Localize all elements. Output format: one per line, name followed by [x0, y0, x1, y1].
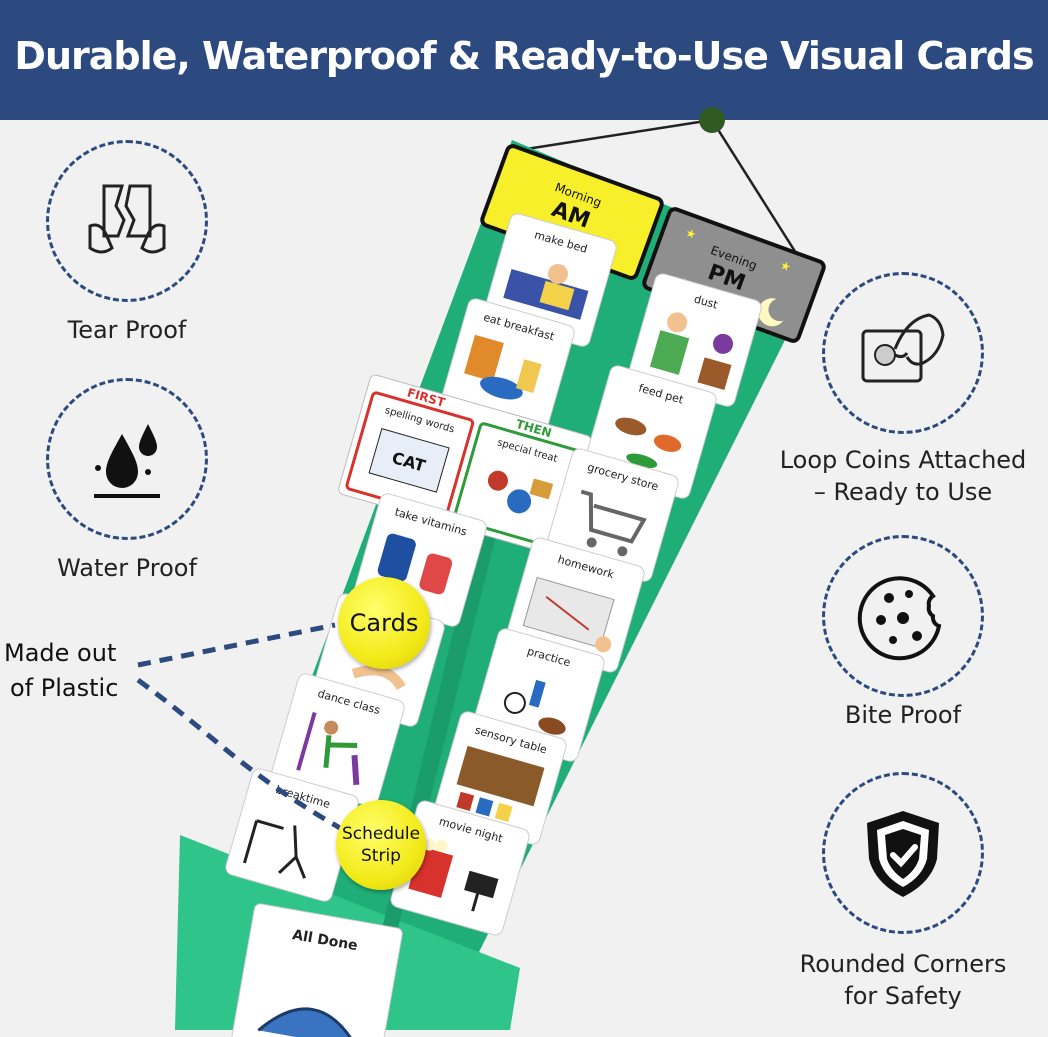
callout-line1: Made out	[4, 639, 117, 667]
svg-text:★: ★	[683, 225, 698, 242]
bite-proof-label: Bite Proof	[844, 701, 962, 729]
card-breaktime: breaktime	[225, 768, 359, 902]
svg-text:★: ★	[778, 258, 793, 275]
header-banner: Durable, Waterproof & Ready-to-Use Visua…	[0, 0, 1048, 120]
cards-bubble-label: Cards	[349, 609, 419, 637]
tear-proof-label: Tear Proof	[67, 316, 187, 344]
card-grocery-store: grocery store	[545, 448, 679, 582]
rounded-corners-line1: Rounded Corners	[799, 950, 1007, 978]
schedule-strip-bubble: Schedule Strip	[336, 800, 426, 890]
bite-proof-circle	[822, 535, 984, 697]
card-eat-breakfast: eat breakfast	[441, 298, 575, 432]
feature-water-proof: Water Proof	[46, 378, 208, 584]
rounded-corners-line2: for Safety	[844, 982, 962, 1010]
water-proof-label: Water Proof	[57, 554, 197, 582]
page-title: Durable, Waterproof & Ready-to-Use Visua…	[14, 34, 1034, 78]
rounded-corners-circle	[822, 772, 984, 934]
feature-loop-coins: Loop Coins Attached – Ready to Use	[768, 272, 1038, 508]
callout-line2: of Plastic	[10, 674, 119, 702]
strip-bubble-line1: Schedule	[341, 824, 421, 844]
feature-bite-proof: Bite Proof	[822, 535, 984, 731]
cards-bubble: Cards	[338, 577, 430, 669]
material-callout: Made out of Plastic	[4, 636, 118, 706]
card-sensory-table: sensory table	[433, 711, 567, 845]
strip-bubble-line2: Strip	[361, 846, 401, 866]
loop-coins-line2: – Ready to Use	[813, 478, 993, 506]
torn-paper-icon	[88, 184, 166, 254]
bitten-cookie-icon	[857, 576, 942, 661]
shield-check-icon	[867, 811, 939, 897]
water-drops-icon	[94, 424, 160, 498]
loop-coins-circle	[822, 272, 984, 434]
rounded-corners-label: Rounded Corners for Safety	[774, 948, 1032, 1012]
water-proof-circle	[46, 378, 208, 540]
feature-tear-proof: Tear Proof	[46, 140, 208, 346]
feature-rounded-corners: Rounded Corners for Safety	[774, 772, 1032, 1012]
callout-connectors	[136, 622, 342, 831]
card-all-done: All Done	[229, 903, 403, 1037]
hand-coin-card-icon	[861, 313, 945, 383]
tear-proof-circle	[46, 140, 208, 302]
card-dust: dust	[628, 273, 762, 407]
loop-coins-label: Loop Coins Attached – Ready to Use	[768, 444, 1038, 508]
loop-coins-line1: Loop Coins Attached	[779, 446, 1027, 474]
hanger	[519, 107, 810, 273]
card-dance-class: dance class	[271, 673, 405, 807]
